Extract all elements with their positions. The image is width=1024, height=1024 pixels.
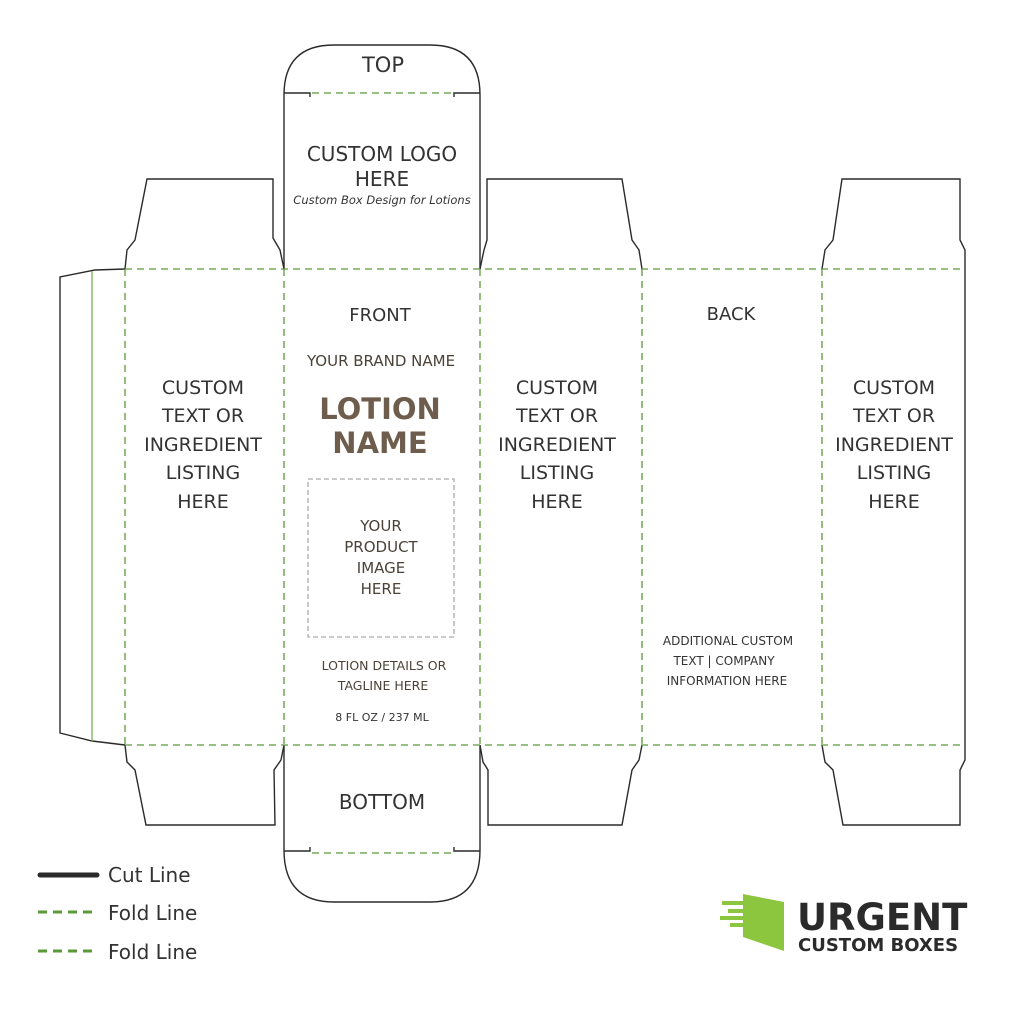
side-text: TEXT OR (852, 405, 935, 427)
legend-label: Cut Line (108, 863, 191, 887)
image-placeholder-text: IMAGE (357, 559, 405, 577)
side-text: INGREDIENT (835, 434, 953, 456)
details-line1: LOTION DETAILS OR (322, 658, 447, 673)
details-line2: TAGLINE HERE (337, 678, 429, 693)
glue-flap (59, 268, 126, 746)
back-title: BACK (707, 304, 757, 325)
side-text: LISTING (520, 462, 594, 484)
side-text: LISTING (166, 462, 240, 484)
logo-wordmark: URGENT (797, 896, 968, 939)
back-info-line: INFORMATION HERE (667, 674, 787, 688)
side-text: CUSTOM (516, 377, 598, 399)
top-title: TOP (361, 53, 404, 77)
back-info-line: ADDITIONAL CUSTOM (663, 634, 793, 648)
side-text: CUSTOM (162, 377, 244, 399)
image-placeholder-text: HERE (361, 580, 402, 598)
fold-lines (124, 92, 965, 854)
side-panel-left: CUSTOM TEXT OR INGREDIENT LISTING HERE (144, 377, 262, 513)
urgent-custom-boxes-logo: URGENT CUSTOM BOXES (720, 894, 968, 956)
back-info-line: TEXT | COMPANY (672, 654, 775, 668)
product-image-placeholder (307, 478, 455, 638)
logo-mark-icon (743, 894, 784, 951)
logo-tagline: CUSTOM BOXES (798, 935, 958, 956)
speed-lines-icon (720, 901, 760, 927)
side-panel-middle: CUSTOM TEXT OR INGREDIENT LISTING HERE (498, 377, 616, 513)
image-placeholder-text: PRODUCT (344, 538, 418, 556)
brand-name: YOUR BRAND NAME (306, 352, 455, 370)
side-text: INGREDIENT (144, 434, 262, 456)
side-text: TEXT OR (161, 405, 244, 427)
bottom-title: BOTTOM (339, 790, 425, 814)
logo-placeholder-line1: CUSTOM LOGO (307, 142, 457, 166)
front-title: FRONT (349, 305, 411, 326)
top-subtitle: Custom Box Design for Lotions (293, 193, 470, 207)
legend-label: Fold Line (108, 940, 197, 964)
side-text: CUSTOM (853, 377, 935, 399)
legend: Cut Line Fold Line Fold Line (37, 863, 197, 964)
product-name-line2: NAME (332, 426, 427, 460)
product-name-line1: LOTION (319, 392, 441, 426)
side-text: TEXT OR (515, 405, 598, 427)
logo-placeholder-line2: HERE (355, 167, 409, 191)
cut-lines (124, 44, 966, 903)
side-text: HERE (531, 491, 583, 513)
side-text: LISTING (857, 462, 931, 484)
side-text: INGREDIENT (498, 434, 616, 456)
legend-label: Fold Line (108, 901, 197, 925)
image-placeholder-text: YOUR (359, 517, 402, 535)
side-panel-right: CUSTOM TEXT OR INGREDIENT LISTING HERE (835, 377, 953, 513)
volume: 8 FL OZ / 237 ML (335, 711, 429, 724)
side-text: HERE (868, 491, 920, 513)
side-text: HERE (177, 491, 229, 513)
